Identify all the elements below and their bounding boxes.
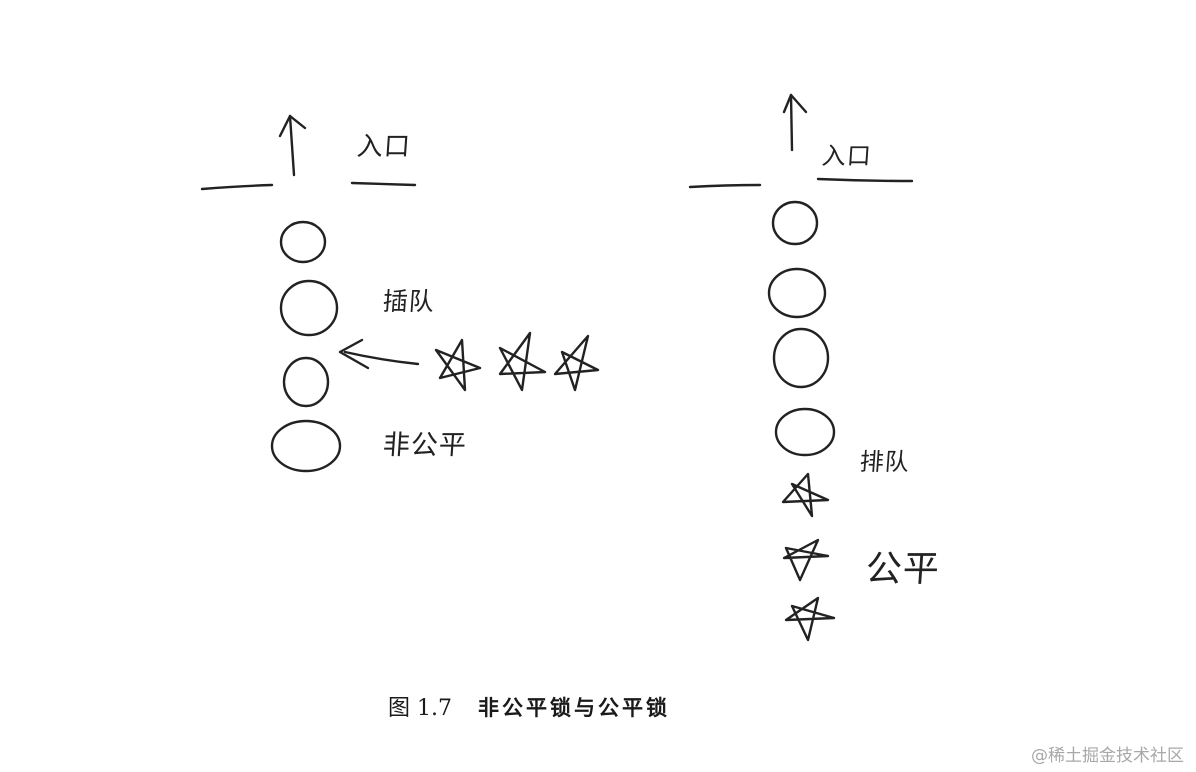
right-wall-right bbox=[816, 177, 914, 183]
caption-text: 非公平锁与公平锁 bbox=[477, 696, 670, 720]
queue-circle bbox=[270, 419, 342, 473]
right-entrance-label: 入口 bbox=[820, 142, 873, 170]
watermark: @稀土掘金技术社区 bbox=[1031, 746, 1184, 766]
queue-circle bbox=[279, 279, 339, 337]
star-icon bbox=[553, 334, 600, 392]
star-icon bbox=[434, 338, 482, 392]
fair-label: 公平 bbox=[864, 549, 942, 590]
star-icon bbox=[498, 331, 547, 392]
left-panel bbox=[200, 114, 600, 473]
figure-caption: 图 1.7 非公平锁与公平锁 bbox=[388, 690, 670, 722]
queue-circle bbox=[774, 407, 836, 457]
right-queue bbox=[767, 200, 836, 457]
unfair-label: 非公平 bbox=[381, 430, 468, 461]
queue-circle bbox=[772, 327, 830, 389]
star-icon bbox=[784, 596, 836, 642]
right-wall-left bbox=[688, 183, 762, 189]
cut-in-label: 插队 bbox=[381, 287, 436, 316]
queue-circle bbox=[771, 200, 819, 246]
left-entrance-label: 入口 bbox=[355, 132, 412, 162]
star-icon bbox=[781, 472, 830, 518]
star-icon bbox=[782, 538, 830, 582]
right-stars bbox=[781, 472, 836, 642]
right-panel bbox=[688, 93, 914, 642]
left-stars bbox=[434, 331, 600, 392]
right-entrance-arrow-icon bbox=[782, 93, 808, 152]
left-queue bbox=[270, 220, 342, 473]
left-wall-right bbox=[350, 181, 417, 187]
cut-in-arrow-icon bbox=[338, 338, 420, 370]
left-entrance-arrow-icon bbox=[278, 114, 307, 177]
queue-circle bbox=[282, 356, 330, 408]
left-wall-left bbox=[200, 183, 274, 191]
caption-number: 图 1.7 bbox=[388, 696, 452, 721]
queue-circle bbox=[767, 267, 827, 319]
queue-circle bbox=[279, 220, 327, 264]
queue-label: 排队 bbox=[858, 448, 911, 476]
